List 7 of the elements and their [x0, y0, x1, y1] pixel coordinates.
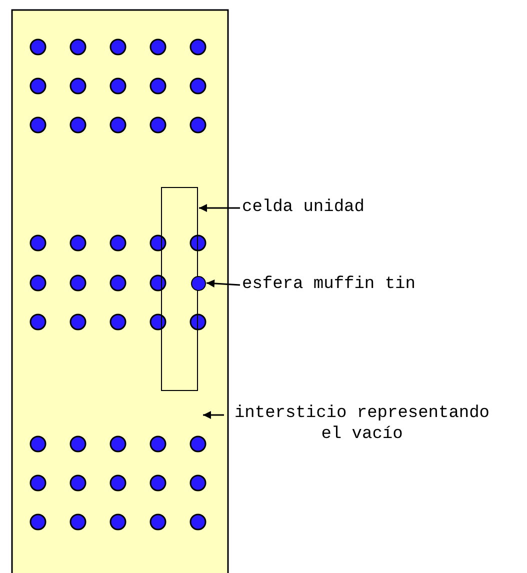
leader-arrow [206, 279, 240, 288]
callout-label: celda unidad [242, 197, 364, 218]
callout-label: intersticio representando el vacío [226, 403, 498, 445]
unit-cell-frame [161, 187, 198, 391]
leader-arrow [203, 411, 224, 419]
leader-arrow [199, 204, 240, 212]
callout-label: esfera muffin tin [242, 274, 416, 295]
